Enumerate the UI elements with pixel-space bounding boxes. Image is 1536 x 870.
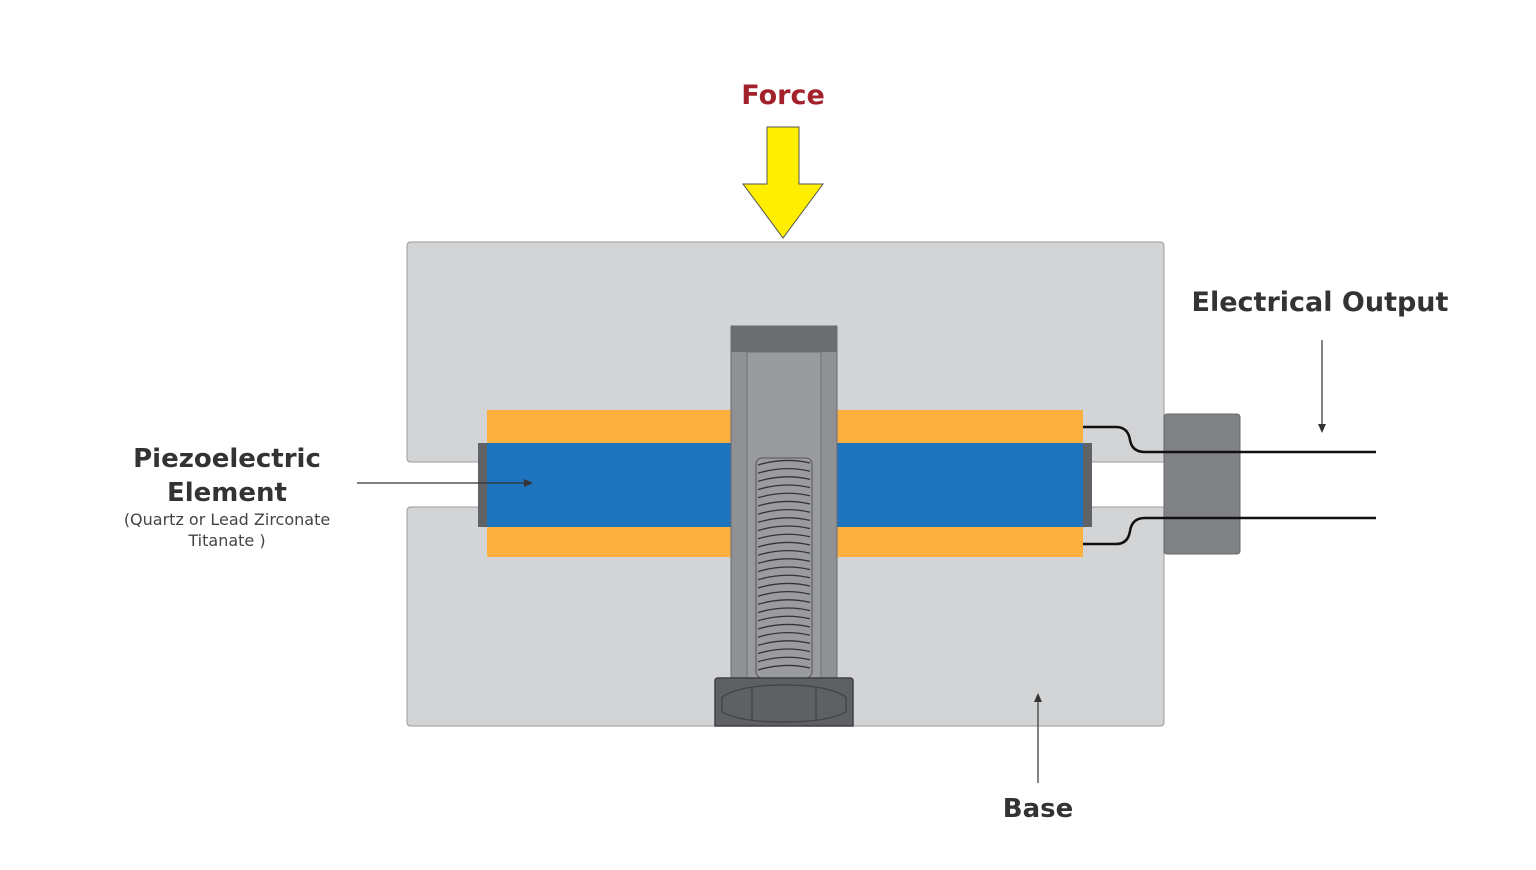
connector-block (1163, 413, 1241, 555)
bolt-thread-line (757, 582, 811, 589)
piezo-label-line1: Piezoelectric (133, 444, 321, 474)
bolt-thread-line (757, 476, 811, 483)
bolt-thread-line (757, 632, 811, 638)
bolt-thread-line (757, 599, 811, 606)
bolt-thread-line (757, 541, 811, 548)
force-arrow-icon (742, 126, 824, 239)
bolt-thread-line (757, 623, 811, 630)
bolt-thread-line (757, 468, 811, 474)
bolt-thread-line (757, 566, 811, 573)
base-pointer-arrow (1034, 693, 1042, 783)
bolt-thread-line (757, 459, 811, 466)
bolt-thread-line (757, 591, 811, 597)
force-label: Force (741, 80, 825, 111)
output-wire-top (1083, 425, 1376, 454)
bolt-thread-line (757, 484, 811, 491)
bolt-thread-line (757, 558, 811, 565)
bolt-threads (755, 457, 813, 679)
piezo-pointer-arrow (357, 479, 533, 487)
bolt-thread-line (757, 492, 811, 499)
piezo-end-cap-left (478, 443, 487, 527)
bolt-thread-line (757, 664, 811, 671)
bolt-thread-line (757, 615, 811, 622)
piezo-note-line1: (Quartz or Lead Zirconate (123, 510, 331, 529)
bolt-thread-line (757, 509, 811, 515)
base-label: Base (1002, 794, 1074, 824)
bolt-thread-line (757, 607, 811, 614)
bolt-thread-line (757, 656, 811, 663)
bolt-thread-line (757, 517, 811, 524)
bolt-thread-line (757, 500, 811, 507)
bolt-thread-line (757, 648, 811, 655)
bolt-shaft-inner (746, 351, 822, 687)
piezo-end-cap-right (1083, 443, 1092, 527)
piezo-material-note: (Quartz or Lead Zirconate Titanate ) (92, 509, 362, 551)
bolt-thread-line (757, 550, 811, 556)
bolt-top-cap (731, 326, 837, 352)
bolt-thread-line (757, 574, 811, 581)
bolt-thread-line (757, 640, 811, 647)
electrical-output-label: Electrical Output (1191, 287, 1449, 318)
bolt (714, 325, 854, 727)
piezoelectric-element-label: Piezoelectric Element (92, 442, 362, 510)
bolt-thread-line (757, 533, 811, 540)
bolt-thread-line (757, 525, 811, 532)
bolt-head-hex-outline (721, 684, 847, 723)
output-wire-bottom (1083, 516, 1376, 546)
piezo-label-line2: Element (167, 478, 287, 508)
output-pointer-arrow (1318, 340, 1326, 433)
piezo-note-line2: Titanate ) (188, 531, 266, 550)
bolt-head (714, 677, 854, 727)
